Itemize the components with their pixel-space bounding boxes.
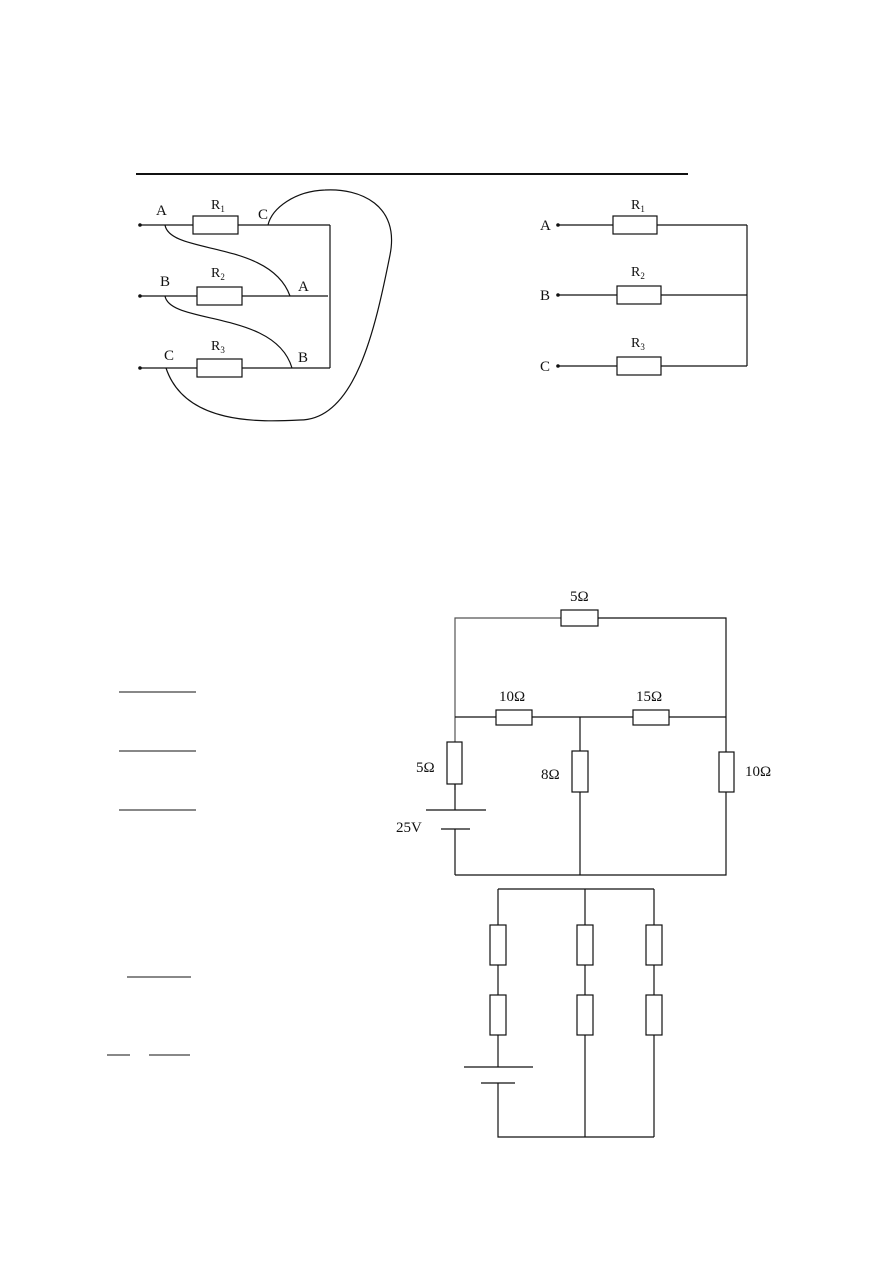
resistor-r3 — [196, 358, 243, 378]
resistor-10ohm-series — [495, 709, 533, 726]
label-right-resistor: 10Ω — [745, 764, 771, 780]
figure3-circuit — [464, 888, 663, 1138]
label-left-series-resistor: 10Ω — [499, 689, 525, 705]
resistor-branch2-upper — [576, 924, 594, 966]
label-source-resistor: 5Ω — [416, 760, 435, 776]
resistor-label-r3: R3 — [211, 339, 225, 355]
resistor-branch2-lower — [576, 994, 594, 1036]
resistor-name: R — [211, 339, 221, 354]
wires — [497, 888, 655, 1138]
end-label-a: A — [298, 279, 309, 295]
terminal-label-b: B — [160, 274, 170, 290]
resistor-15ohm-series — [632, 709, 670, 726]
resistor-name: R — [631, 265, 641, 280]
resistor-branch1-upper — [489, 924, 507, 966]
end-label-b: B — [298, 350, 308, 366]
resistor-top — [560, 609, 599, 627]
resistor-label-r2: R2 — [211, 266, 225, 282]
resistor-subscript: 3 — [640, 342, 645, 352]
resistor-label-r1: R1 — [631, 198, 645, 214]
terminal-label-a: A — [156, 203, 167, 219]
label-middle-resistor: 8Ω — [541, 767, 560, 783]
resistor-r1 — [612, 215, 658, 235]
resistor-r2 — [196, 286, 243, 306]
answer-blanks — [107, 691, 196, 1056]
figure1-left-circuit: A B C R1 R2 R3 C A B — [138, 189, 393, 422]
label-top-resistor: 5Ω — [570, 589, 589, 605]
resistor-label-r2: R2 — [631, 265, 645, 281]
label-right-series-resistor: 15Ω — [636, 689, 662, 705]
terminal-label-b: B — [540, 288, 550, 304]
wires — [140, 224, 331, 369]
resistor-source — [446, 741, 463, 785]
resistor-subscript: 1 — [220, 204, 225, 214]
figure2-circuit: 5Ω 10Ω 15Ω 5Ω 8Ω 10Ω 25V — [396, 589, 771, 876]
label-source-voltage: 25V — [396, 820, 422, 836]
resistor-name: R — [631, 198, 641, 213]
resistor-r3 — [616, 356, 662, 376]
resistor-8ohm — [571, 750, 589, 793]
resistor-r1 — [192, 215, 239, 235]
resistor-subscript: 2 — [220, 272, 225, 282]
jumper-a — [164, 224, 291, 297]
resistor-label-r3: R3 — [631, 336, 645, 352]
resistor-name: R — [211, 198, 221, 213]
resistor-name: R — [631, 336, 641, 351]
terminal-label-c: C — [540, 359, 550, 375]
resistor-r2 — [616, 285, 662, 305]
resistor-label-r1: R1 — [211, 198, 225, 214]
resistor-name: R — [211, 266, 221, 281]
wires — [454, 617, 727, 876]
terminal-label-a: A — [540, 218, 551, 234]
resistor-branch3-lower — [645, 994, 663, 1036]
figure1-right-circuit: A B C R1 R2 R3 — [540, 198, 748, 376]
wires — [558, 224, 748, 367]
resistor-subscript: 2 — [640, 271, 645, 281]
resistor-10ohm-right — [718, 751, 735, 793]
end-label-c: C — [258, 207, 268, 223]
terminal-label-c: C — [164, 348, 174, 364]
resistor-subscript: 3 — [220, 345, 225, 355]
resistor-branch1-lower — [489, 994, 507, 1036]
resistor-subscript: 1 — [640, 204, 645, 214]
jumper-b — [164, 295, 293, 369]
jumper-c — [165, 189, 393, 422]
resistor-branch3-upper — [645, 924, 663, 966]
